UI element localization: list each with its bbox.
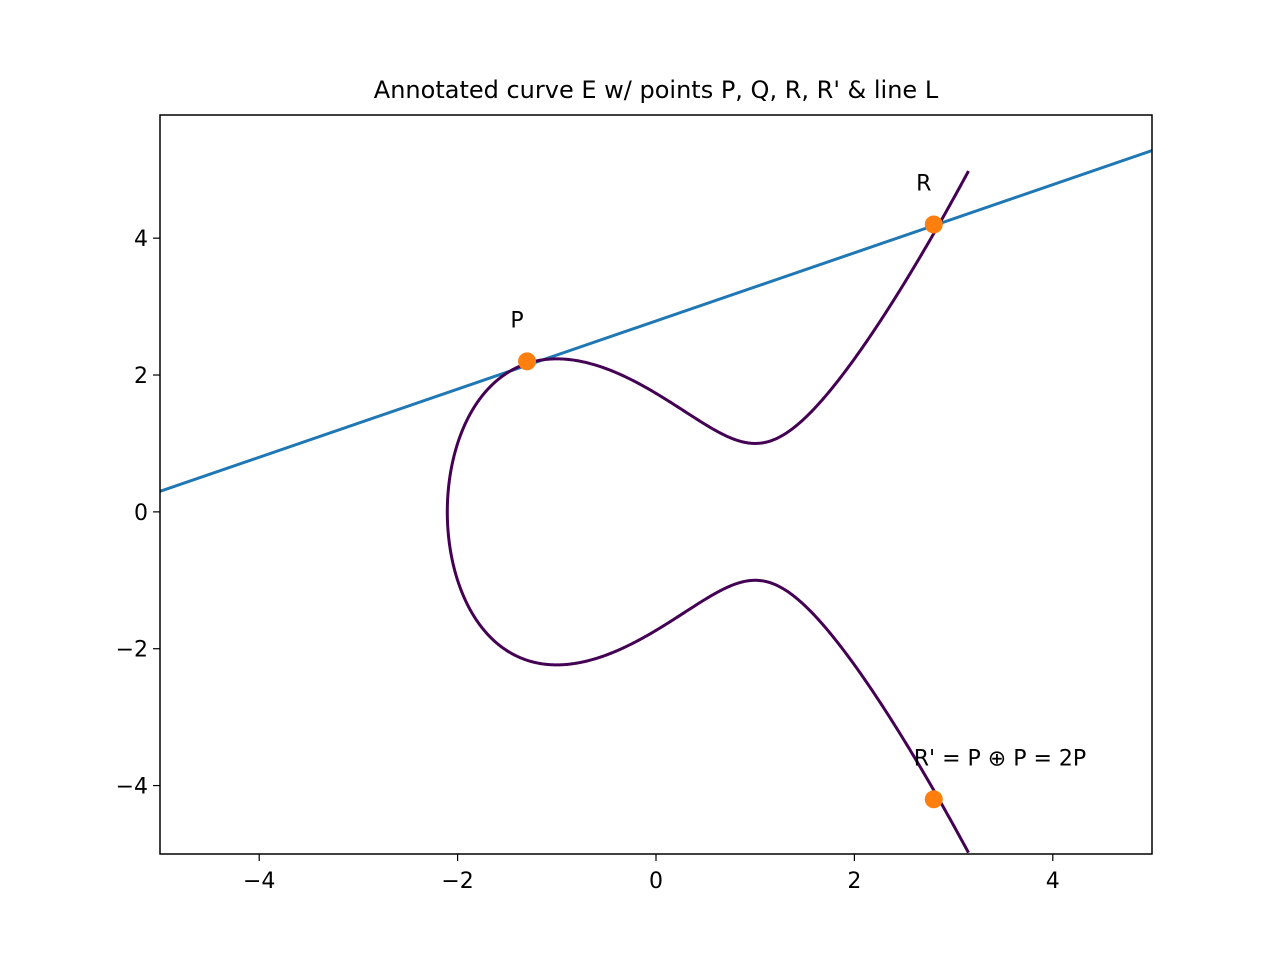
point-label: P [510,308,523,333]
y-tick-label: −2 [116,638,148,663]
chart-title: Annotated curve E w/ points P, Q, R, R' … [374,76,939,104]
x-tick-label: −2 [441,869,473,894]
point-label: R [916,171,931,196]
point-marker [924,215,943,234]
point-marker [924,790,943,809]
x-tick-label: 0 [649,869,663,894]
line-l [160,149,1152,493]
y-tick-label: −4 [116,775,148,800]
x-tick-label: 2 [847,869,861,894]
point-marker [518,352,537,371]
x-tick-label: −4 [243,869,275,894]
plot-frame [159,114,1153,855]
y-tick-label: 4 [134,227,148,252]
point-label: R' = P ⊕ P = 2P [914,746,1086,771]
curve-e [445,170,970,854]
y-tick-label: 2 [134,364,148,389]
y-tick-label: 0 [134,501,148,526]
x-tick-label: 4 [1046,869,1060,894]
